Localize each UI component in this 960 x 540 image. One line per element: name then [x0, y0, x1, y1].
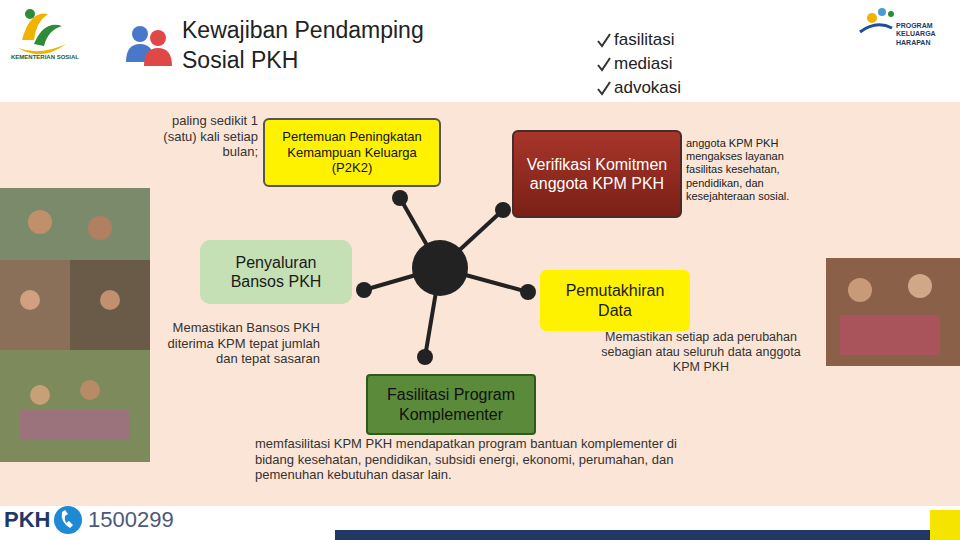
hub-dots — [356, 190, 536, 365]
description-note: Memastikan Bansos PKH diterima KPM tepat… — [150, 320, 320, 367]
phone-icon — [54, 506, 82, 534]
box-text: Verifikasi Komitmen anggota KPM PKH — [526, 155, 668, 193]
description-note: anggota KPM PKH mengakses layanan fasili… — [686, 137, 820, 203]
distribution-box: Penyaluran Bansos PKH — [200, 240, 352, 304]
pkh-logo — [860, 8, 894, 32]
kemensos-logo — [18, 9, 66, 54]
verification-box: Verifikasi Komitmen anggota KPM PKH — [512, 130, 682, 218]
description-note: memfasilitasi KPM PKH mendapatkan progra… — [255, 436, 705, 483]
peach-band — [0, 102, 960, 506]
logo-text: PROGRAM KELUARGA HARAPAN — [896, 22, 954, 47]
box-text: Penyaluran Bansos PKH — [210, 253, 342, 291]
footer-square — [930, 510, 960, 540]
complementary-box: Fasilitasi Program Komplementer — [366, 374, 536, 435]
photo-collage — [0, 188, 150, 462]
role-item: fasilitasi — [614, 30, 734, 50]
role-item: advokasi — [614, 78, 734, 98]
checkmarks — [598, 34, 610, 94]
hub-spokes — [364, 198, 528, 357]
people-icon — [126, 26, 172, 66]
box-text: Fasilitasi Program Komplementer — [376, 385, 526, 423]
frequency-note: paling sedikit 1 (satu) kali setiap bula… — [148, 113, 258, 160]
phone-number: 1500299 — [88, 507, 198, 533]
brand-text: PKH — [4, 507, 58, 533]
box-text: Pertemuan Peningkatan Kemampuan Keluarga… — [273, 129, 431, 176]
box-text: Pemutakhiran Data — [550, 281, 680, 319]
role-item: mediasi — [614, 54, 734, 74]
slide-title: Kewajiban Pendamping Sosial PKH — [182, 16, 450, 76]
photo-right — [826, 258, 960, 366]
description-note: Memastikan setiap ada perubahan sebagian… — [588, 330, 814, 375]
phone-glyph — [62, 510, 73, 528]
meeting-box: Pertemuan Peningkatan Kemampuan Keluarga… — [263, 118, 441, 187]
logo-text: KEMENTERIAN SOSIAL — [4, 54, 86, 61]
footer-bar — [335, 530, 930, 540]
data-update-box: Pemutakhiran Data — [540, 270, 690, 331]
